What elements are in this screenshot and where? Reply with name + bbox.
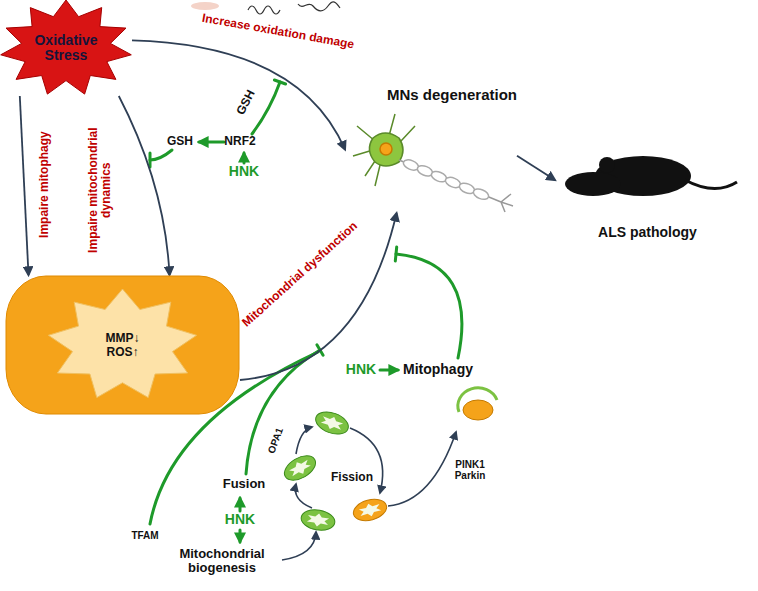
illustration-stroke	[298, 2, 340, 11]
illustration-stroke	[358, 501, 382, 519]
illustration-stroke	[501, 194, 513, 212]
node-text: MMP↓	[106, 331, 140, 345]
illustration-stroke	[369, 133, 403, 166]
illustration-stroke	[313, 408, 352, 438]
star-node: Oxidative Stress	[0, 0, 132, 96]
neuron-node: MNs degeneration	[345, 86, 517, 213]
illustration-stroke	[274, 80, 285, 84]
illustration-stroke	[463, 400, 493, 420]
connector-arrow	[132, 40, 345, 149]
illustration-stroke	[380, 369, 398, 372]
mitochondrion-outer	[6, 276, 239, 414]
illustration-stroke	[191, 2, 219, 10]
node-text: ROS↑	[106, 345, 138, 359]
pathway-label: NRF2	[224, 135, 255, 148]
pathway-label: Mitophagy	[403, 362, 473, 377]
pathway-label: OPA1	[265, 426, 284, 455]
illustration-stroke	[280, 451, 319, 485]
illustration-stroke	[282, 532, 316, 560]
pathway-label: Fission	[331, 471, 373, 484]
pathway-label: Fusion	[223, 477, 266, 491]
star-shape	[1, 0, 132, 94]
illustration-stroke	[243, 153, 246, 163]
pathway-label: HNK	[346, 362, 376, 377]
illustration-stroke	[599, 157, 615, 173]
illustration-stroke	[388, 432, 456, 506]
illustration-stroke	[685, 180, 737, 189]
illustration-stroke	[280, 451, 319, 485]
pathway-label: GSH	[234, 88, 258, 117]
illustration-stroke	[295, 484, 312, 508]
illustration-stroke	[313, 408, 352, 438]
mitochondrion-cristae	[48, 289, 196, 398]
pathway-label: TFAM	[131, 530, 158, 541]
mouse-node: ALS pathology	[555, 140, 740, 240]
connector-arrow	[119, 96, 170, 275]
small-mitochondria	[280, 408, 389, 533]
edge-label: Mitochondrial dysfunction	[240, 220, 360, 330]
illustration-stroke	[472, 187, 490, 201]
illustration-stroke	[395, 247, 396, 261]
molecule-doodles	[191, 2, 340, 14]
pathway-label: HNK	[225, 512, 255, 527]
connector-arrow	[20, 96, 29, 275]
illustration-stroke	[287, 457, 312, 479]
node-text: ALS pathology	[598, 224, 697, 240]
illustration-stroke	[353, 114, 415, 186]
illustration-stroke	[239, 530, 242, 542]
illustration-stroke	[150, 150, 172, 160]
neuron-shape	[345, 86, 517, 213]
illustration-stroke	[306, 512, 329, 529]
pathway-label: Mitochondrial biogenesis	[162, 547, 282, 576]
node-text: Oxidative Stress	[26, 33, 106, 64]
illustration-stroke	[380, 143, 392, 155]
mouse-drawing	[565, 156, 737, 196]
pathway-label: GSH	[167, 135, 193, 148]
connector-arrow	[240, 213, 397, 380]
illustration-stroke	[320, 413, 345, 433]
illustration-stroke	[252, 82, 280, 134]
illustration-stroke	[248, 6, 280, 14]
illustration-stroke	[239, 498, 242, 511]
illustration-stroke	[565, 172, 621, 196]
mito-node: MMP↓ROS↑	[5, 275, 240, 415]
illustration-stroke	[396, 254, 462, 358]
illustration-stroke	[300, 507, 337, 533]
illustration-stroke	[458, 388, 497, 412]
illustration-stroke	[199, 141, 224, 144]
connector-arrow	[517, 156, 555, 180]
mitochondrial-cycle	[282, 427, 456, 560]
neuron-drawing	[353, 114, 513, 212]
illustration-stroke	[351, 496, 389, 524]
pathway-label: HNK	[229, 164, 259, 179]
node-text: MNs degeneration	[387, 86, 517, 103]
illustration-stroke	[300, 507, 337, 533]
edge-label: Impaire mitophagy	[37, 132, 50, 239]
edge-label: Increase oxidation damage	[201, 12, 355, 52]
pathway-label: PINK1 Parkin	[450, 459, 490, 481]
illustration-stroke	[351, 496, 389, 524]
illustration-stroke	[296, 427, 312, 454]
mitophagy-mitochondrion	[458, 388, 497, 420]
edge-label: Impaire mitochondrial dynamics	[87, 115, 113, 265]
